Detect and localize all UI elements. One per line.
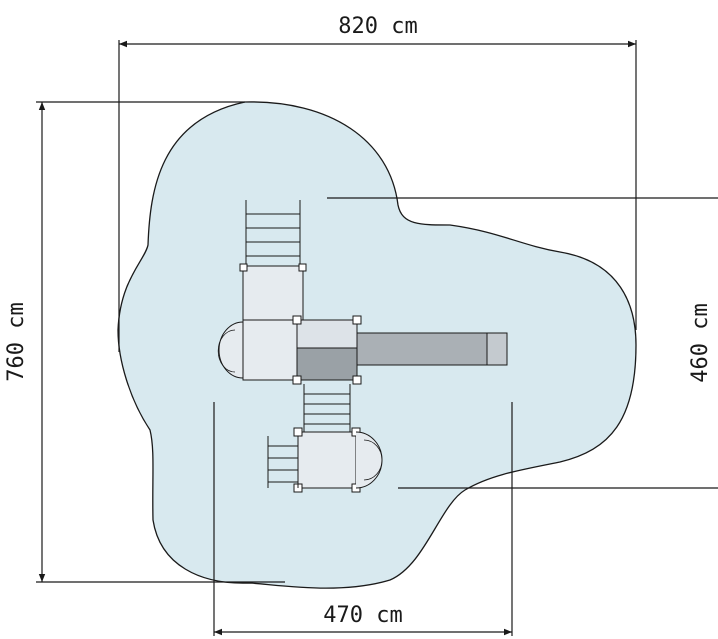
tower-top bbox=[242, 265, 304, 321]
dimension-label-top: 820 cm bbox=[338, 14, 417, 39]
dimension-top-width: 820 cm bbox=[118, 14, 637, 352]
platform-left-round bbox=[218, 321, 244, 379]
slide bbox=[356, 332, 488, 366]
ladder-top bbox=[245, 200, 301, 266]
ladder-lower bbox=[267, 436, 299, 488]
dimension-left-height: 760 cm bbox=[4, 101, 285, 583]
platform-bottom bbox=[297, 431, 357, 489]
dimension-bottom-width: 470 cm bbox=[213, 402, 513, 636]
dimension-label-right: 460 cm bbox=[688, 303, 713, 382]
dimension-right-height: 460 cm bbox=[327, 197, 718, 489]
ladder-middle bbox=[303, 384, 351, 432]
play-structure bbox=[217, 200, 508, 493]
dimension-label-left: 760 cm bbox=[4, 302, 29, 381]
tower-center-shade bbox=[296, 347, 358, 381]
platform-left bbox=[242, 319, 298, 381]
dimension-label-bottom: 470 cm bbox=[323, 603, 402, 628]
